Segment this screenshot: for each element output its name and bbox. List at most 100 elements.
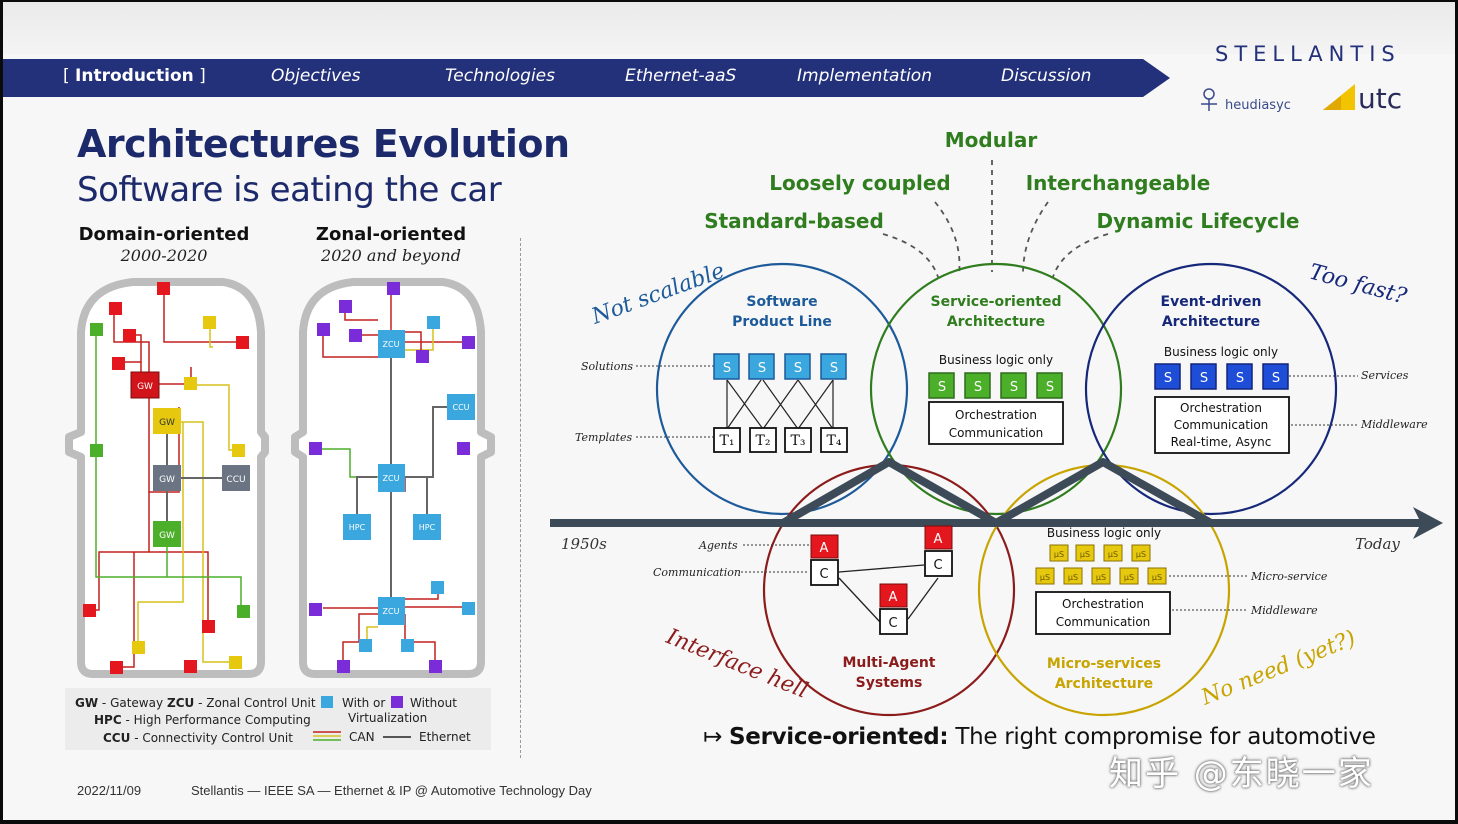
soa-communication: Communication [949, 426, 1044, 440]
msa-title-2: Architecture [1055, 676, 1153, 692]
prop-modular: Modular [945, 128, 1038, 152]
watermark: 知乎 @东晓一家 [1109, 754, 1374, 794]
nav-bar [3, 59, 1170, 97]
spl-s-3: S [794, 361, 802, 376]
car1-gw-yellow: GW [159, 418, 175, 428]
msa-title-1: Micro-services [1047, 656, 1161, 672]
domain-years: 2000-2020 [120, 246, 208, 265]
prop-interchangeable: Interchangeable [1026, 171, 1211, 195]
spl-s-1: S [723, 361, 731, 376]
car2-hpc-right: HPC [419, 523, 436, 532]
car2-ccu: CCU [452, 403, 469, 412]
spl-solutions-label: Solutions [581, 360, 633, 373]
legend-virtualization: Virtualization [348, 711, 428, 725]
spl-s-4: S [830, 361, 838, 376]
soa-s-2: S [974, 380, 982, 395]
legend-with-or: With or [342, 696, 386, 710]
msa-business: Business logic only [1047, 526, 1161, 540]
circle-soa [869, 262, 1123, 516]
nav-item-objectives[interactable]: Objectives [271, 66, 361, 86]
mas-c-3: C [888, 616, 897, 631]
msa-us-4: μS [1136, 550, 1146, 559]
spl-t-1: T₁ [720, 433, 735, 449]
eda-s-2: S [1200, 371, 1208, 386]
eda-business: Business logic only [1164, 345, 1278, 359]
eda-middleware-label: Middleware [1360, 418, 1428, 431]
utc-logo: utc [1358, 82, 1403, 115]
msa-micro-label: Micro-service [1250, 570, 1328, 583]
spl-s-2: S [758, 361, 766, 376]
eda-services-label: Services [1361, 369, 1409, 382]
zonal-heading: Zonal-oriented [315, 224, 467, 245]
spl-t-4: T₄ [827, 433, 842, 449]
prop-standard-based: Standard-based [704, 209, 884, 233]
architecture-venn-diagram: Modular Loosely coupled Interchangeable … [550, 128, 1443, 717]
nav-item-introduction[interactable]: Introduction [63, 66, 206, 86]
soa-s-3: S [1010, 380, 1018, 395]
spl-t-3: T₃ [791, 433, 806, 449]
conclusion-strong: Service-oriented: [729, 724, 949, 750]
mas-a-1: A [820, 541, 829, 556]
heudiasyc-logo-mark [1201, 88, 1217, 111]
soa-s-1: S [938, 380, 946, 395]
nav-item-discussion[interactable]: Discussion [1001, 66, 1092, 86]
car2-zcu-top: ZCU [383, 340, 400, 349]
mas-a-3: A [889, 590, 898, 605]
mas-communication-label: Communication [653, 566, 741, 579]
circle-eda [1084, 262, 1338, 516]
soa-s-4: S [1046, 380, 1054, 395]
spl-title-2: Product Line [732, 314, 832, 330]
mas-c-1: C [819, 567, 828, 582]
nav-item-technologies[interactable]: Technologies [445, 66, 555, 86]
legend-ethernet: Ethernet [419, 730, 471, 744]
spl-templates-label: Templates [575, 431, 632, 444]
divider [520, 238, 521, 758]
car2-zcu-bottom: ZCU [383, 607, 400, 616]
eda-title-2: Architecture [1162, 314, 1260, 330]
legend-can: CAN [349, 730, 375, 744]
msa-us-7: μS [1096, 573, 1106, 582]
timeline-end: Today [1355, 535, 1400, 553]
nav-item-implementation[interactable]: Implementation [797, 66, 932, 86]
timeline-arrow-icon [1413, 507, 1443, 539]
msa-us-9: μS [1152, 573, 1162, 582]
heudiasyc-logo: heudiasyc [1225, 98, 1291, 113]
legend-ccu: CCU - Connectivity Control Unit [103, 731, 293, 745]
nav-item-ethernet-aas[interactable]: Ethernet-aaS [625, 66, 737, 86]
legend-gw: GW - Gateway [75, 696, 164, 710]
note-not-scalable: Not scalable [588, 258, 728, 329]
conclusion-rest: The right compromise for automotive [955, 724, 1376, 750]
msa-us-3: μS [1108, 550, 1118, 559]
car1-gw-green: GW [159, 531, 175, 541]
mas-title-2: Systems [856, 675, 923, 691]
domain-heading: Domain-oriented [78, 224, 250, 245]
legend-can-lines [313, 731, 341, 741]
mas-agents-label: Agents [698, 539, 738, 552]
legend-hpc: HPC - High Performance Computing [94, 713, 311, 727]
legend [65, 688, 491, 750]
msa-communication: Communication [1056, 615, 1151, 629]
eda-s-4: S [1272, 371, 1280, 386]
car1-gw-red: GW [137, 382, 153, 392]
eda-orchestration: Orchestration [1180, 401, 1262, 415]
spl-title-1: Software [746, 294, 817, 310]
soa-business: Business logic only [939, 353, 1053, 367]
msa-us-8: μS [1124, 573, 1134, 582]
footer-text: Stellantis — IEEE SA — Ethernet & IP @ A… [191, 783, 592, 798]
soa-title-2: Architecture [947, 314, 1045, 330]
msa-orchestration: Orchestration [1062, 597, 1144, 611]
legend-without: Without [410, 696, 457, 710]
page-title: Architectures Evolution [77, 122, 570, 166]
note-too-fast: Too fast? [1306, 260, 1409, 310]
car1-ccu: CCU [226, 475, 245, 485]
mas-a-2: A [934, 532, 943, 547]
prop-loosely-coupled: Loosely coupled [769, 171, 950, 195]
conclusion: ↦ Service-oriented: The right compromise… [703, 724, 1376, 750]
spl-t-2: T₂ [756, 433, 771, 449]
eda-realtime: Real-time, Async [1171, 435, 1272, 449]
utc-logo-mark [1323, 84, 1355, 110]
slide: Introduction Objectives Technologies Eth… [3, 2, 1455, 820]
top-band [3, 2, 1455, 54]
mas-c-2: C [933, 558, 942, 573]
car-diagrams: GW GW GW CCU GW [65, 278, 495, 678]
